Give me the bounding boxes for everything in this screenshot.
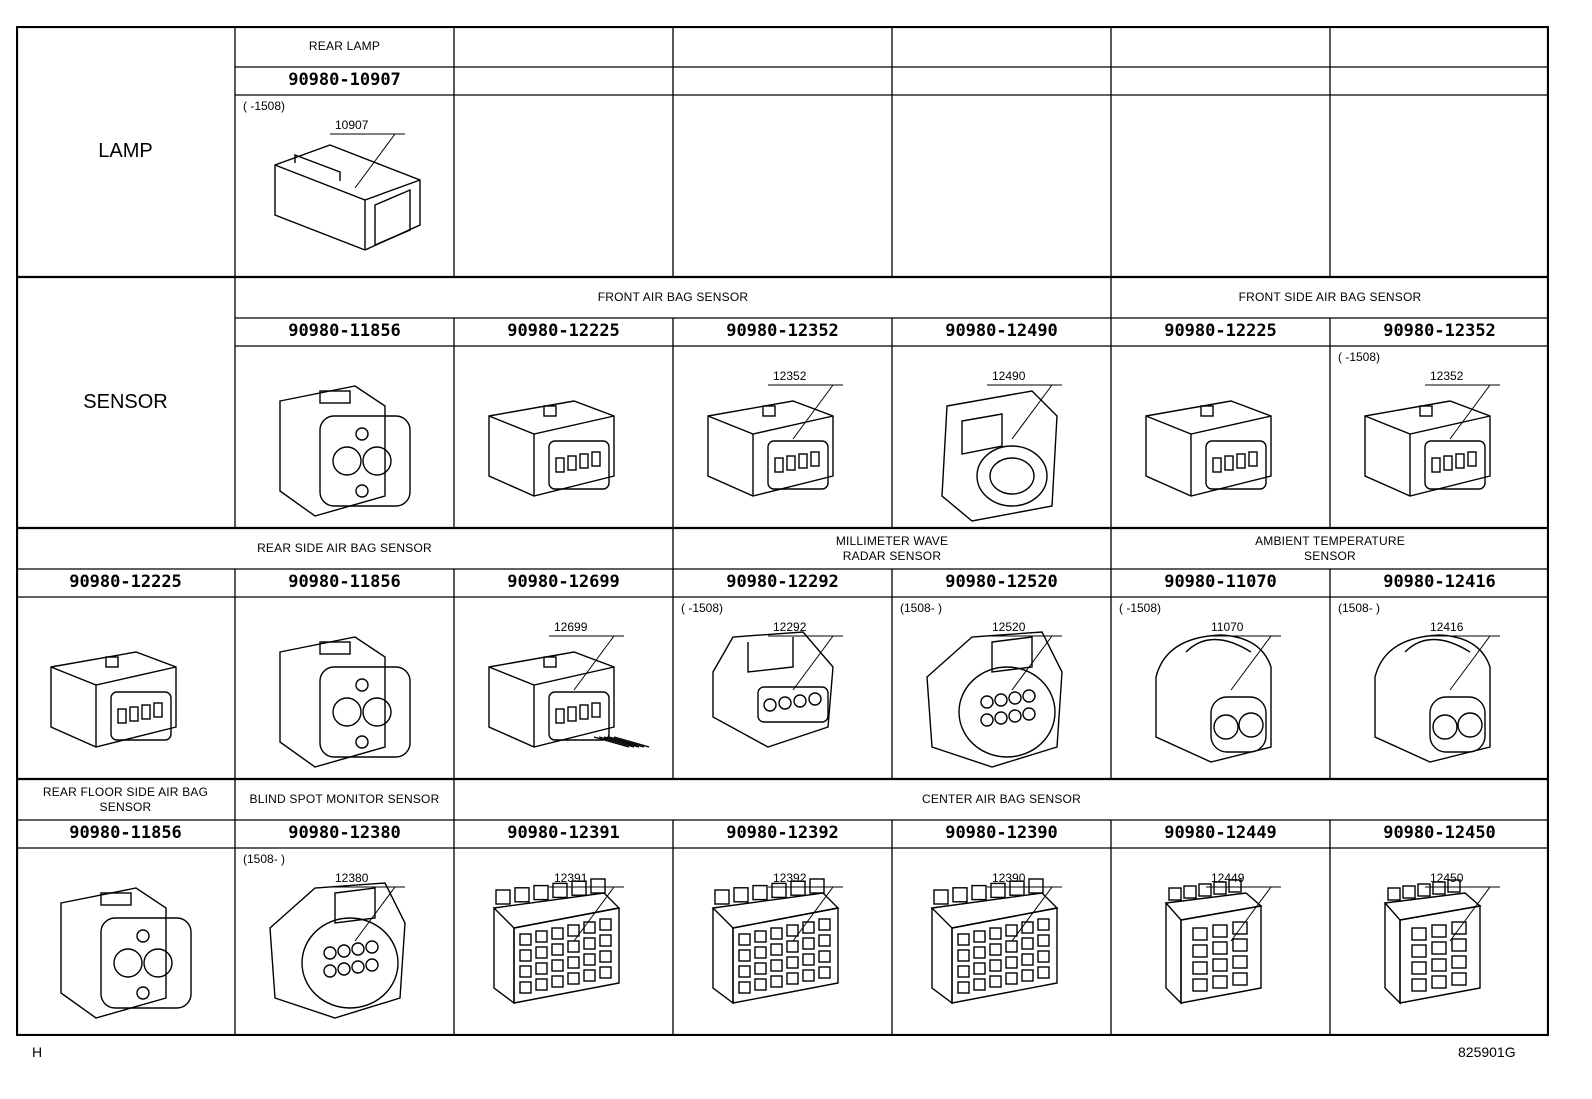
grid-block-connector-icon: [711, 878, 840, 1005]
two-socket-connector-icon: [1374, 634, 1491, 763]
latch-connector-icon: [1145, 400, 1272, 497]
footer-left-code: H: [32, 1044, 43, 1060]
callout-label: 12352: [773, 369, 807, 383]
part-number: 90980-12699: [507, 572, 620, 593]
multi-pin-round-connector-icon: [269, 882, 406, 1019]
part-number: 90980-12390: [945, 823, 1058, 844]
part-number: 90980-12449: [1164, 823, 1277, 844]
group-title: AMBIENT TEMPERATURE SENSOR: [1255, 533, 1405, 563]
callout-leader: [354, 133, 396, 189]
callout-label: 12390: [992, 871, 1026, 885]
group-title: CENTER AIR BAG SENSOR: [922, 792, 1081, 806]
callout-leader: [792, 635, 834, 691]
callout-leader: [1011, 635, 1053, 691]
round-socket-connector-icon: [279, 636, 411, 768]
round-socket-connector-icon: [279, 385, 411, 517]
group-title: FRONT AIR BAG SENSOR: [597, 290, 749, 304]
latch-connector-icon: [1364, 400, 1491, 497]
production-note: ( -1508): [243, 99, 286, 113]
part-number: 90980-12225: [69, 572, 182, 593]
part-number: 90980-12450: [1383, 823, 1496, 844]
production-note: ( -1508): [681, 601, 724, 615]
callout-leader: [792, 886, 834, 942]
multi-pin-round-connector-icon: [926, 631, 1063, 768]
two-pin-housing-connector-icon: [274, 144, 421, 251]
production-note: (1508- ): [900, 601, 943, 615]
part-number: 90980-12416: [1383, 572, 1496, 593]
callout-leader: [1011, 384, 1053, 440]
callout-label: 12699: [554, 620, 588, 634]
callout-label: 12416: [1430, 620, 1464, 634]
group-title: BLIND SPOT MONITOR SENSOR: [249, 792, 440, 806]
callout-leader: [1449, 635, 1491, 691]
wired-latch-connector-icon: [488, 651, 650, 748]
part-number: 90980-12490: [945, 321, 1058, 342]
two-socket-connector-icon: [1155, 634, 1272, 763]
callout-label: 12392: [773, 871, 807, 885]
group-title: REAR FLOOR SIDE AIR BAG SENSOR: [42, 784, 209, 814]
callout-leader: [354, 886, 396, 942]
callout-label: 12352: [1430, 369, 1464, 383]
callout-label: 12380: [335, 871, 369, 885]
part-number: 90980-12225: [507, 321, 620, 342]
category-label-sensor: SENSOR: [83, 391, 168, 413]
part-number: 90980-12520: [945, 572, 1058, 593]
callout-leader: [1011, 886, 1053, 942]
group-title: FRONT SIDE AIR BAG SENSOR: [1238, 290, 1422, 304]
latch-connector-icon: [488, 400, 615, 497]
group-title: MILLIMETER WAVE RADAR SENSOR: [835, 533, 949, 563]
part-number: 90980-12380: [288, 823, 401, 844]
production-note: (1508- ): [1338, 601, 1381, 615]
part-number: 90980-11856: [288, 321, 401, 342]
part-number: 90980-11856: [288, 572, 401, 593]
callout-leader: [1230, 886, 1272, 942]
callout-label: 11070: [1211, 620, 1244, 634]
part-number: 90980-12225: [1164, 321, 1277, 342]
part-number: 90980-12392: [726, 823, 839, 844]
callout-leader: [1230, 635, 1272, 691]
callout-label: 12520: [992, 620, 1026, 634]
part-number: 90980-11070: [1164, 572, 1277, 593]
latch-connector-icon: [707, 400, 834, 497]
callout-leader: [1449, 384, 1491, 440]
category-label-lamp: LAMP: [98, 140, 153, 162]
callout-label: 12450: [1430, 871, 1464, 885]
part-number: 90980-12352: [1383, 321, 1496, 342]
callout-label: 10907: [335, 118, 369, 132]
callout-label: 12391: [554, 871, 588, 885]
four-pin-connector-icon: [712, 631, 834, 748]
callout-leader: [573, 635, 615, 691]
production-note: (1508- ): [243, 852, 286, 866]
oval-connector-icon: [941, 390, 1058, 522]
part-number: 90980-11856: [69, 823, 182, 844]
connector-chart: LAMP SENSOR REAR LAMP FRONT AIR BAG SENSOR F…: [16, 26, 1549, 1036]
production-note: ( -1508): [1338, 350, 1381, 364]
small-grid-connector-icon: [1383, 879, 1482, 1005]
callout-label: 12292: [773, 620, 807, 634]
part-number: 90980-12391: [507, 823, 620, 844]
grid-block-connector-icon: [492, 878, 621, 1005]
production-note: ( -1508): [1119, 601, 1162, 615]
small-grid-connector-icon: [1164, 879, 1263, 1005]
figure-number: 825901G: [1458, 1044, 1516, 1060]
part-number: 90980-12292: [726, 572, 839, 593]
part-number: 90980-12352: [726, 321, 839, 342]
group-title: REAR LAMP: [308, 39, 381, 53]
callout-leader: [1449, 886, 1491, 942]
callout-label: 12449: [1211, 871, 1245, 885]
latch-connector-icon: [50, 651, 177, 748]
callout-label: 12490: [992, 369, 1026, 383]
grid-block-connector-icon: [930, 878, 1059, 1005]
round-socket-connector-icon: [60, 887, 192, 1019]
group-title: REAR SIDE AIR BAG SENSOR: [257, 541, 432, 555]
part-number: 90980-10907: [288, 70, 401, 91]
outer-border: [16, 26, 1549, 1036]
callout-leader: [792, 384, 834, 440]
chart-grid: [16, 26, 1549, 1036]
callout-leader: [573, 886, 615, 942]
